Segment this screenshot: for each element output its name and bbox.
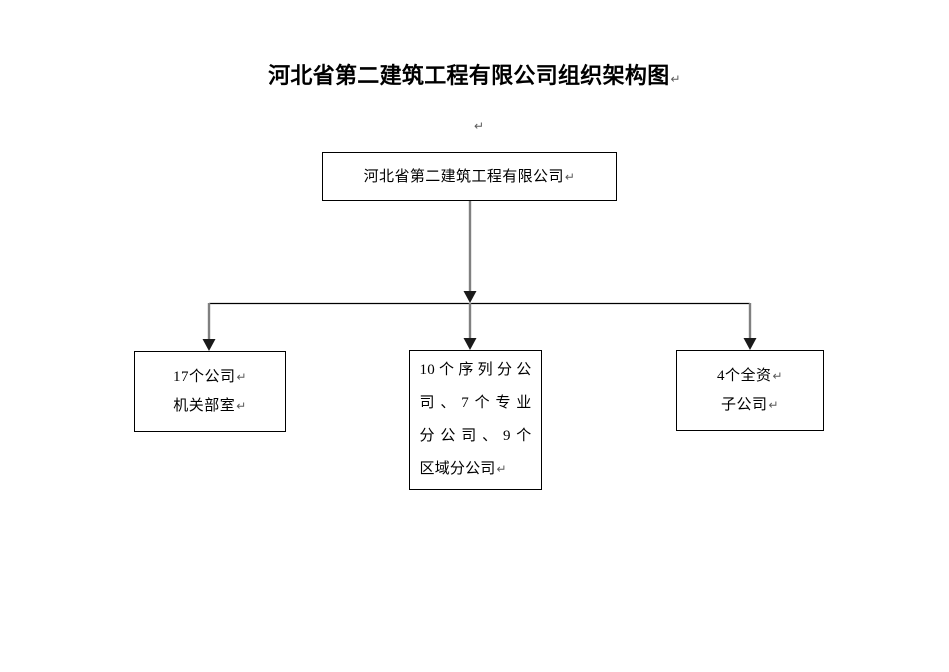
org-node-branches-line-4-text: 区域分公司 (419, 461, 496, 477)
org-node-subsidiaries-text: 4个全资↵ 子公司↵ (717, 362, 783, 420)
org-node-branches-line-1: 10个序列分公 (419, 362, 532, 378)
org-node-subsidiaries-line-1-text: 4个全资 (716, 367, 772, 384)
org-node-branches[interactable]: 10个序列分公 司、7个专业 分公司、9个 区域分公司↵ (409, 350, 542, 490)
org-node-subsidiaries-line-2-text: 子公司 (720, 396, 768, 413)
org-node-subsidiaries[interactable]: 4个全资↵ 子公司↵ (676, 350, 824, 431)
standalone-return-mark: ↵ (474, 119, 485, 133)
arrowhead-subsidiaries (743, 338, 757, 350)
org-node-departments[interactable]: 17个公司↵ 机关部室↵ (134, 351, 286, 432)
return-mark: ↵ (236, 398, 247, 413)
org-node-departments-line-2: 机关部室↵ (173, 392, 247, 421)
org-node-branches-line-4: 区域分公司↵ (420, 453, 532, 486)
org-node-root[interactable]: 河北省第二建筑工程有限公司↵ (322, 152, 617, 201)
return-mark: ↵ (496, 462, 507, 476)
org-node-branches-line-2: 司、7个专业 (419, 395, 532, 411)
title-return-mark: ↵ (670, 72, 681, 86)
org-node-departments-line-1: 17个公司↵ (173, 363, 247, 392)
arrowhead-branches (463, 338, 477, 350)
org-node-departments-line-1-text: 17个公司 (172, 368, 236, 385)
org-node-branches-text: 10个序列分公 司、7个专业 分公司、9个 区域分公司↵ (420, 354, 532, 486)
page-title-text: 河北省第二建筑工程有限公司组织架构图 (268, 64, 670, 89)
page-title: 河北省第二建筑工程有限公司组织架构图↵ (0, 62, 949, 94)
org-node-departments-text: 17个公司↵ 机关部室↵ (173, 363, 247, 421)
arrowhead-root-stem (463, 291, 477, 303)
return-mark: ↵ (772, 368, 784, 383)
org-node-subsidiaries-line-2: 子公司↵ (717, 391, 783, 420)
org-node-departments-line-2-text: 机关部室 (173, 397, 236, 414)
org-node-root-label: 河北省第二建筑工程有限公司 (363, 167, 564, 185)
arrowhead-departments (202, 339, 216, 351)
org-node-root-text: 河北省第二建筑工程有限公司↵ (364, 166, 576, 187)
org-node-subsidiaries-line-1: 4个全资↵ (717, 362, 783, 391)
return-mark: ↵ (768, 397, 780, 412)
org-node-root-return-mark: ↵ (564, 170, 576, 184)
org-node-branches-line-3: 分公司、9个 (419, 428, 532, 444)
return-mark: ↵ (236, 369, 248, 384)
